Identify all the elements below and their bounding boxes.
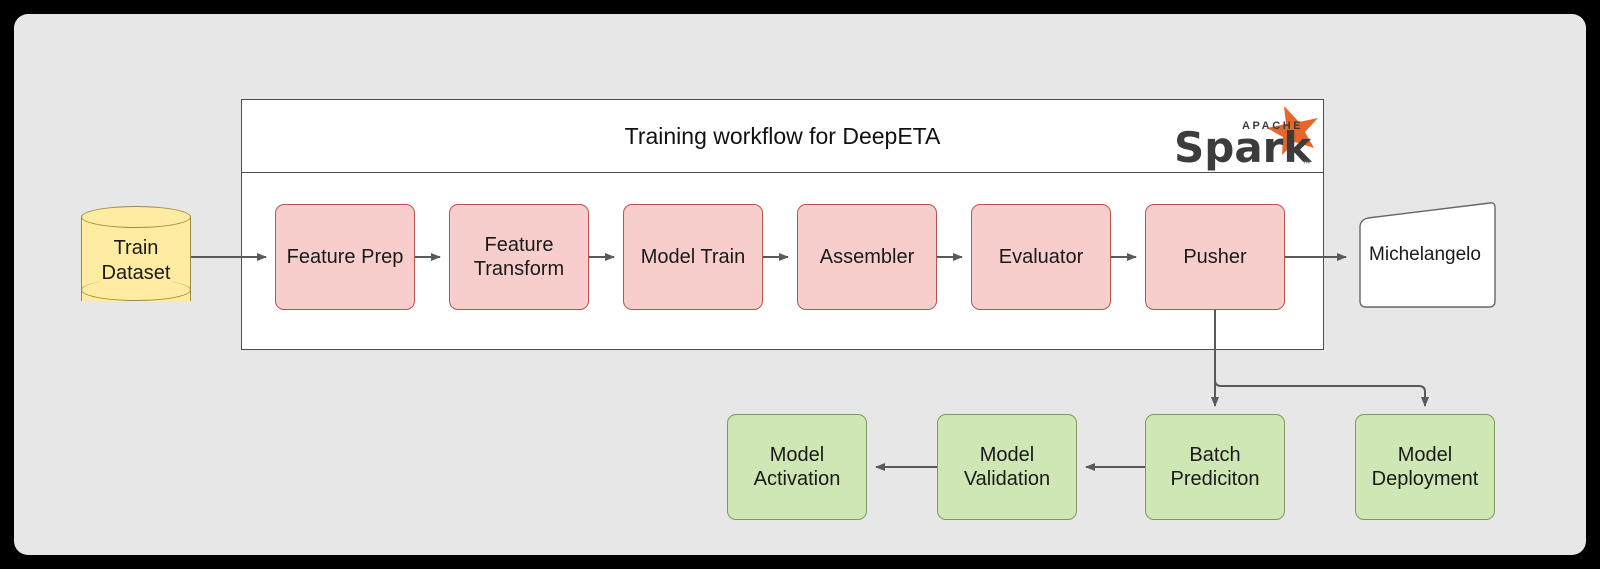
node-michelangelo[interactable]: Michelangelo — [1354, 202, 1496, 308]
pusher-label: Pusher — [1183, 245, 1247, 268]
model-deployment-label-line1: Model — [1397, 443, 1453, 466]
spark-logo-wordmark: Spark — [1174, 123, 1312, 172]
node-train-dataset[interactable]: Train Dataset — [81, 206, 191, 312]
batch-prediciton-label-line2: Prediciton — [1170, 468, 1260, 490]
node-feature-prep[interactable]: Feature Prep — [275, 204, 415, 310]
model-train-label: Model Train — [640, 245, 746, 268]
node-pusher[interactable]: Pusher — [1145, 204, 1285, 310]
spark-header: Training workflow for DeepETA — [242, 100, 1323, 173]
model-validation-label-line1: Model — [979, 443, 1035, 466]
model-activation-label-line2: Activation — [753, 468, 841, 490]
spark-workflow-container: Training workflow for DeepETA APACHE Spa… — [241, 99, 1324, 350]
train-dataset-label-line1: Train — [113, 237, 159, 259]
spark-logo-trademark: ™ — [1302, 158, 1311, 168]
cylinder-bottom-ellipse — [81, 279, 191, 301]
apache-spark-logo: APACHE Spark ™ — [1174, 106, 1318, 172]
node-feature-transform[interactable]: Feature Transform — [449, 204, 589, 310]
model-validation-label-line2: Validation — [963, 468, 1051, 490]
assembler-label: Assembler — [819, 245, 915, 268]
spark-logo-apache-text: APACHE — [1242, 120, 1303, 132]
evaluator-label: Evaluator — [998, 245, 1084, 268]
michelangelo-label: Michelangelo — [1369, 244, 1481, 265]
node-assembler[interactable]: Assembler — [797, 204, 937, 310]
michelangelo-shape — [1359, 202, 1496, 308]
feature-transform-label: Feature Transform — [473, 233, 565, 280]
train-dataset-label: Train Dataset — [81, 231, 191, 291]
batch-prediciton-label-line1: Batch — [1189, 443, 1241, 466]
train-dataset-label-line2: Dataset — [101, 262, 171, 284]
node-evaluator[interactable]: Evaluator — [971, 204, 1111, 310]
model-activation-label-line1: Model — [769, 443, 825, 466]
diagram-canvas: Train Dataset Training workflow for Deep… — [14, 14, 1586, 555]
cylinder-top-ellipse — [81, 206, 191, 228]
page-title: Training workflow for DeepETA — [624, 122, 941, 149]
feature-prep-label: Feature Prep — [286, 245, 404, 268]
model-deployment-label-line2: Deployment — [1371, 468, 1479, 490]
node-model-train[interactable]: Model Train — [623, 204, 763, 310]
